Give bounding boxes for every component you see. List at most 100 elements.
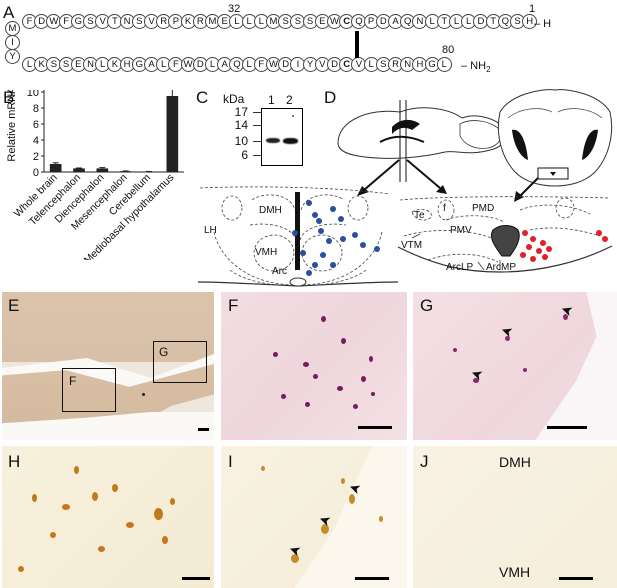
scale-bar-h — [182, 577, 210, 580]
bar-2 — [96, 168, 109, 172]
h-cell-9 — [98, 546, 105, 552]
f-cell-9 — [353, 404, 358, 409]
f-cell-1 — [273, 352, 278, 357]
panel-label-b: B — [3, 88, 15, 107]
f-cell-8 — [281, 394, 286, 399]
arrowhead-g-1: ➤ — [558, 301, 575, 321]
inset-box-g — [153, 341, 207, 383]
g-cell-1 — [505, 336, 510, 341]
residue-top-41: H — [522, 14, 538, 29]
atlas-label-arcmp: ArcMP — [486, 262, 516, 273]
micrograph-e: F G — [2, 292, 214, 440]
third-ventricle-d — [490, 225, 520, 257]
h-cell-11 — [170, 498, 175, 505]
panel-label-g: G — [420, 296, 434, 315]
blue-dot-2 — [318, 228, 324, 234]
y-tick-label-3: 6 — [33, 119, 39, 131]
atlas-label-vmh: VMH — [255, 247, 278, 258]
i-cell-2 — [291, 554, 299, 563]
residue-bottom-5: N — [83, 57, 98, 72]
f-cell-5 — [313, 374, 318, 379]
red-dot-5 — [546, 246, 552, 252]
h-cell-6 — [126, 522, 134, 528]
atlas-d-section — [399, 196, 611, 263]
atlas-label-te: Te — [414, 210, 425, 221]
i-cell-1 — [321, 524, 329, 534]
blot-speck — [292, 115, 294, 117]
scale-bar-j — [559, 577, 593, 580]
i-cell-5 — [379, 516, 383, 522]
panel-label-e: E — [8, 296, 20, 315]
residue-bottom-30: R — [388, 57, 403, 72]
y-tick-label-0: 0 — [33, 167, 39, 179]
inset-box-f — [62, 368, 116, 412]
atlas-label-pmd: PMD — [472, 203, 495, 214]
marker-tick-0 — [253, 112, 261, 113]
marker-label-3: 6 — [241, 148, 248, 162]
f-cell-0 — [321, 316, 326, 322]
coronal-ventricle-right — [582, 129, 598, 160]
inset-label-g: G — [159, 345, 169, 359]
blue-dot-6 — [340, 236, 346, 242]
micrograph-f — [221, 292, 407, 440]
blue-dot-3 — [330, 206, 336, 212]
blue-dot-0 — [306, 200, 312, 206]
residue-bottom-2: S — [46, 57, 62, 72]
arrowhead-d — [436, 185, 447, 194]
f-cell-4 — [369, 356, 373, 362]
f-cell-2 — [303, 362, 309, 367]
scale-bar-e — [198, 428, 209, 431]
red-dot-2 — [540, 240, 546, 246]
blue-dot-16 — [292, 230, 298, 236]
residue-top-40: S — [510, 14, 525, 29]
residue-number-32: 32 — [228, 3, 241, 15]
brain-atlas-schematics — [197, 89, 613, 287]
blue-dot-9 — [312, 262, 318, 268]
y-tick-label-1: 2 — [33, 151, 39, 163]
g-cell-0 — [563, 314, 568, 320]
marker-tick-3 — [253, 155, 261, 156]
blue-dot-7 — [352, 232, 358, 238]
blue-dot-15 — [316, 218, 322, 224]
red-dot-9 — [596, 230, 602, 236]
residue-top-12: P — [168, 14, 184, 29]
blue-dot-12 — [330, 262, 336, 268]
micrograph-i: ➤ ➤ ➤ — [221, 446, 407, 588]
residue-bottom-34: L — [436, 57, 452, 72]
residue-top-5: S — [83, 14, 98, 29]
h-cell-3 — [92, 492, 98, 501]
panel-label-h: H — [8, 452, 21, 471]
disulfide-bond-line — [355, 31, 359, 58]
western-blot-image — [261, 108, 303, 166]
blue-dot-4 — [338, 216, 344, 222]
atlas-label-f: f — [443, 203, 446, 214]
j-label-dmh: DMH — [499, 454, 531, 470]
blue-dot-5 — [326, 238, 332, 244]
c-terminus-h: – H — [534, 18, 552, 30]
marker-label-2: 10 — [234, 134, 248, 148]
h-cell-5 — [154, 508, 163, 520]
arrow-to-c — [363, 159, 400, 191]
y-axis-label: Relative mRNA — [6, 90, 18, 162]
scale-bar-g — [547, 426, 587, 429]
arrowhead-g-2: ➤ — [498, 322, 515, 342]
residue-top-19: L — [253, 14, 269, 29]
arrow-to-d — [406, 159, 441, 189]
atlas-label-lh: LH — [204, 225, 217, 236]
h-cell-10 — [18, 566, 24, 572]
micrograph-h — [2, 446, 214, 588]
marker-label-1: 14 — [234, 118, 248, 132]
red-dot-0 — [522, 230, 528, 236]
micrograph-j: DMH VMH — [413, 446, 617, 588]
blue-dot-10 — [320, 252, 326, 258]
red-dot-6 — [520, 252, 526, 258]
h-cell-2 — [62, 504, 70, 510]
blot-band-lane-2 — [283, 138, 298, 144]
scale-bar-f — [358, 426, 392, 429]
residue-number-1: 1 — [529, 3, 536, 15]
panel-label-d: D — [324, 88, 337, 107]
atlas-label-dmh: DMH — [259, 205, 282, 216]
red-dot-3 — [526, 244, 532, 250]
blue-dot-14 — [374, 246, 380, 252]
